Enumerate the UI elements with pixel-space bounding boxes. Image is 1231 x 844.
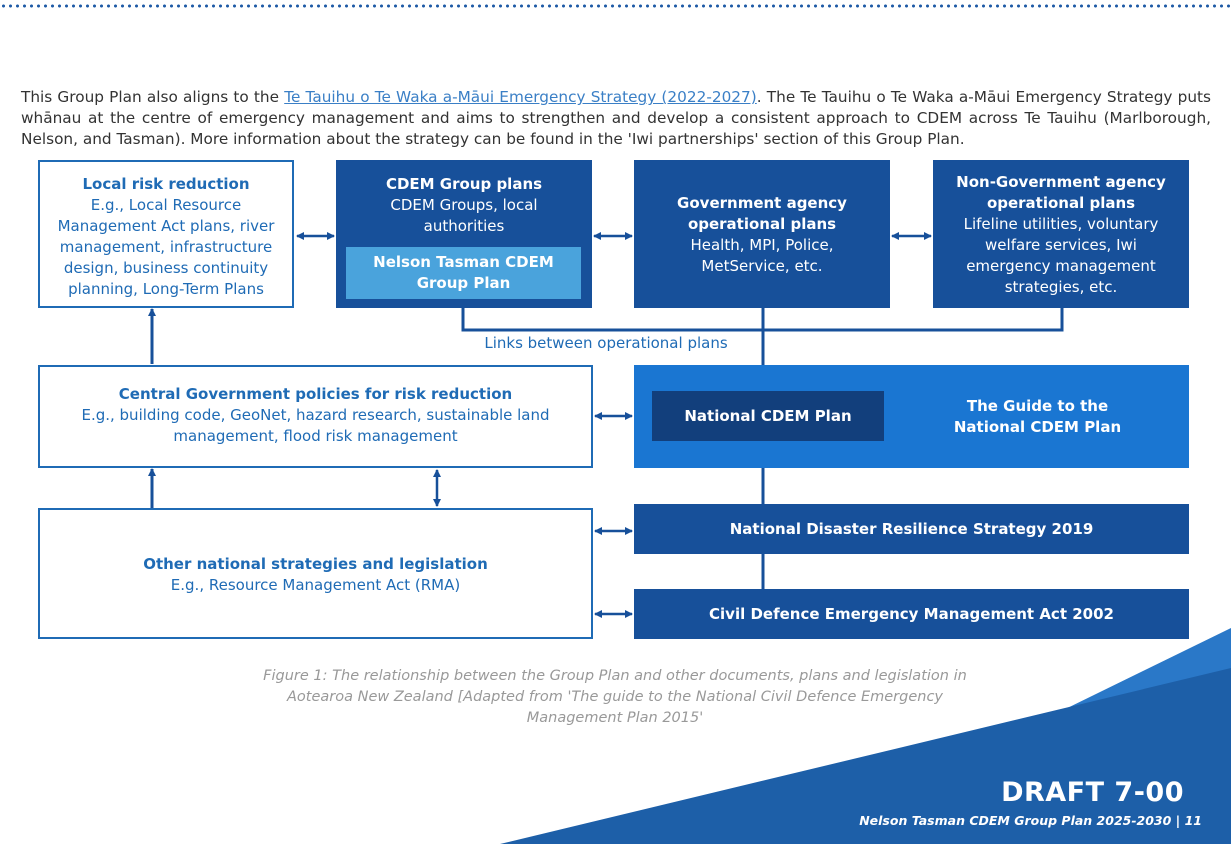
local-risk-title: Local risk reduction: [82, 175, 250, 193]
cdem-group-title: CDEM Group plans: [385, 175, 543, 193]
government-agency-desc: Health, MPI, Police, MetService, etc.: [690, 236, 834, 275]
draft-label: DRAFT 7-00: [1001, 777, 1184, 808]
central-government-title: Central Government policies for risk red…: [118, 385, 513, 403]
intro-paragraph: This Group Plan also aligns to the Te Ta…: [21, 87, 1211, 150]
central-government-box: Central Government policies for risk red…: [38, 365, 593, 468]
non-government-agency-title: Non-Government agency operational plans: [956, 173, 1166, 212]
intro-text-end: . The Te Tauihu o Te Waka a-Māui Emergen…: [21, 88, 1211, 149]
government-agency-box: Government agency operational plans Heal…: [634, 160, 890, 308]
other-national-box: Other national strategies and legislatio…: [38, 508, 593, 639]
footer-text: Nelson Tasman CDEM Group Plan 2025-2030 …: [859, 813, 1202, 828]
cdem-act-box: Civil Defence Emergency Management Act 2…: [634, 589, 1189, 639]
non-government-agency-box: Non-Government agency operational plans …: [933, 160, 1189, 308]
figure-caption: Figure 1: The relationship between the G…: [263, 668, 967, 726]
nelson-tasman-plan-box: Nelson Tasman CDEM Group Plan: [346, 247, 581, 299]
government-agency-title: Government agency operational plans: [677, 194, 847, 233]
intro-text-start: This Group Plan also aligns to the: [21, 88, 285, 107]
nelson-tasman-plan-title: Nelson Tasman CDEM Group Plan: [373, 253, 554, 292]
other-national-title: Other national strategies and legislatio…: [143, 555, 488, 573]
ndrs-box: National Disaster Resilience Strategy 20…: [634, 504, 1189, 554]
local-risk-reduction-box: Local risk reduction E.g., Local Resourc…: [38, 160, 294, 308]
national-cdem-plan-box: National CDEM Plan: [652, 391, 884, 441]
guide-title: The Guide to the National CDEM Plan: [953, 397, 1122, 436]
other-national-desc: E.g., Resource Management Act (RMA): [170, 576, 461, 594]
strategy-link[interactable]: Te Tauihu o Te Waka a-Māui Emergency Str…: [284, 88, 757, 107]
cdem-group-desc: CDEM Groups, local authorities: [390, 196, 538, 235]
local-risk-desc: E.g., Local Resource Management Act plan…: [57, 196, 275, 298]
non-government-agency-desc: Lifeline utilities, voluntary welfare se…: [963, 215, 1159, 296]
dotted-rule: [0, 4, 1231, 8]
links-label: Links between operational plans: [484, 334, 728, 352]
central-government-desc: E.g., building code, GeoNet, hazard rese…: [81, 406, 550, 445]
